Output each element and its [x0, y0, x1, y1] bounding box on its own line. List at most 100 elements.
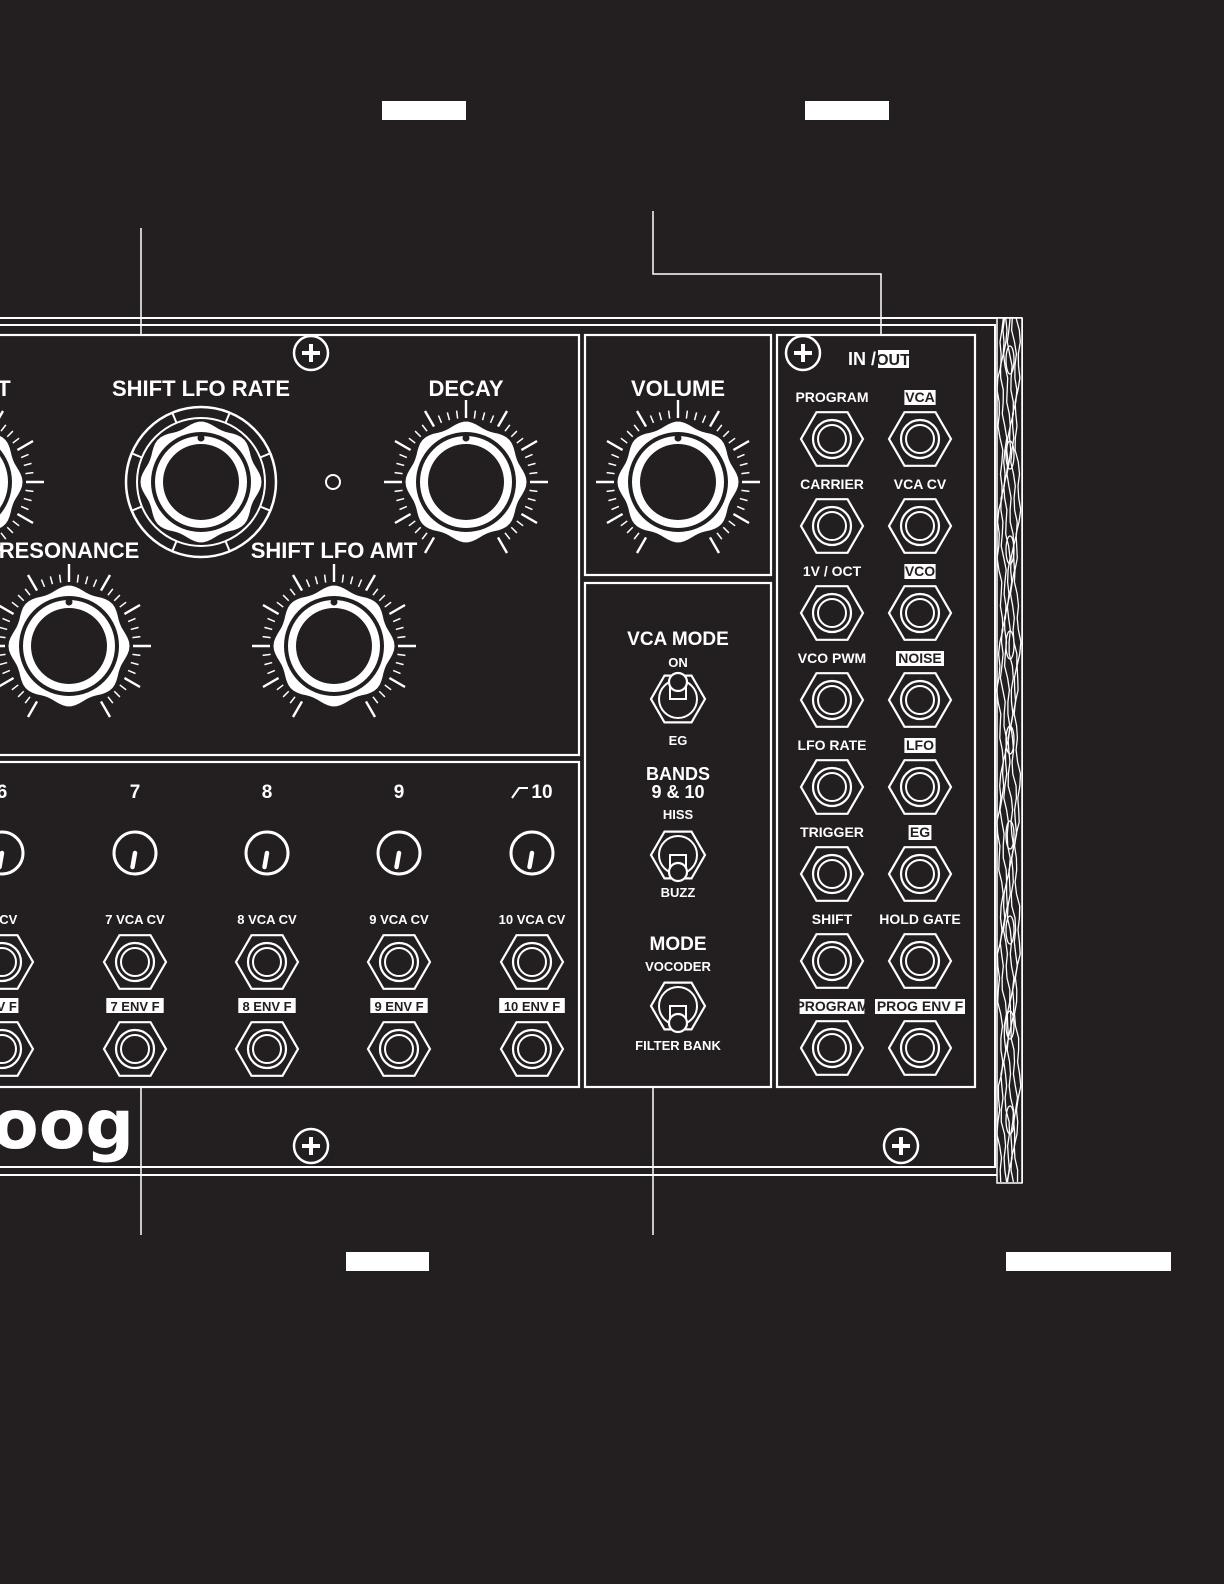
io-right-noise-label: NOISE — [898, 650, 942, 666]
band-number-8: 8 — [262, 782, 273, 803]
io-right-noise-box — [896, 651, 944, 666]
partial-knob-label: T — [0, 376, 11, 401]
bands-section-panel — [0, 760, 581, 1089]
shift-lfo-amt-label: SHIFT LFO AMT — [251, 538, 418, 563]
io-right-vca-jack[interactable] — [887, 411, 953, 467]
io-right-eg-box — [908, 825, 932, 840]
band-10-env-f-box — [499, 998, 565, 1013]
filter-section-panel — [0, 333, 581, 757]
io-right-eg-label: EG — [910, 824, 930, 840]
io-left-1v-oct-jack[interactable] — [799, 585, 865, 641]
mode-switch[interactable] — [649, 981, 707, 1034]
wood-knot — [1005, 1010, 1015, 1040]
volume-label: VOLUME — [631, 376, 725, 401]
band-number-9: 9 — [394, 782, 405, 803]
callout-lines — [140, 211, 882, 1235]
band-7-env-f-jack[interactable] — [102, 1021, 168, 1077]
band-number-7: 7 — [130, 782, 141, 803]
io-right-vca-label: VCA — [905, 389, 935, 405]
band-6-env-f-box — [0, 998, 19, 1013]
shift-lfo-amt-knob[interactable] — [252, 564, 416, 718]
mounting-screw-top — [292, 334, 330, 372]
io-left-trigger-label: TRIGGER — [800, 824, 864, 840]
io-left-program-label: PROGRAM — [795, 998, 868, 1014]
volume-knob[interactable] — [596, 400, 760, 554]
io-left-trigger-jack[interactable] — [799, 846, 865, 902]
io-right-vco-label: VCO — [905, 563, 935, 579]
led-indicator — [325, 474, 341, 490]
band-7-env-f-label: 7 ENV F — [110, 999, 159, 1014]
band-7-level-knob[interactable] — [112, 830, 158, 876]
io-left-shift-label: SHIFT — [812, 911, 853, 927]
band-10-level-knob[interactable] — [509, 830, 555, 876]
vca-eg-label: EG — [669, 733, 688, 748]
io-left-program-jack[interactable] — [799, 1020, 865, 1076]
io-right-eg-jack[interactable] — [887, 846, 953, 902]
callout-label-box-4 — [1006, 1252, 1171, 1271]
io-right-lfo-jack[interactable] — [887, 759, 953, 815]
io-left-carrier-jack[interactable] — [799, 498, 865, 554]
io-right-prog-env-f-label: PROG ENV F — [877, 998, 964, 1014]
callout-label-box-3 — [346, 1252, 429, 1271]
mode-vocoder-label: VOCODER — [645, 959, 711, 974]
io-left-program-jack[interactable] — [799, 411, 865, 467]
band-9-env-f-jack[interactable] — [366, 1021, 432, 1077]
bands-label-line1: BANDS — [646, 764, 710, 784]
io-title-out-box — [878, 350, 909, 368]
band-6-env-f-jack[interactable] — [0, 1021, 35, 1077]
wood-knot — [1005, 820, 1015, 850]
band-8-env-f-jack[interactable] — [234, 1021, 300, 1077]
io-section-panel — [775, 333, 977, 1089]
io-title-in: IN / — [848, 349, 876, 369]
band-number-10: 10 — [531, 782, 552, 803]
io-right-lfo-box — [904, 738, 936, 753]
band-8-vca-cv-label: 8 VCA CV — [237, 912, 297, 927]
shift-lfo-rate-knob[interactable] — [124, 405, 278, 559]
wood-knot — [1005, 630, 1015, 660]
io-right-noise-jack[interactable] — [887, 672, 953, 728]
io-right-hold-gate-jack[interactable] — [887, 933, 953, 989]
band-7-vca-cv-jack[interactable] — [102, 934, 168, 990]
vca-on-label: ON — [668, 655, 688, 670]
band-9-env-f-label: 9 ENV F — [374, 999, 423, 1014]
band-6-vca-cv-jack[interactable] — [0, 934, 35, 990]
switch-section-panel — [583, 581, 773, 1089]
vca-mode-switch[interactable] — [649, 671, 707, 724]
band-9-level-knob[interactable] — [376, 830, 422, 876]
io-right-vca-cv-label: VCA CV — [894, 476, 947, 492]
callout-line-2 — [652, 211, 882, 334]
resonance-label: RESONANCE — [0, 538, 139, 563]
callout-label-box-2 — [805, 101, 889, 120]
band-8-vca-cv-jack[interactable] — [234, 934, 300, 990]
io-left-1v-oct-label: 1V / OCT — [803, 563, 862, 579]
decay-knob[interactable] — [384, 400, 548, 554]
wood-knot — [1005, 915, 1015, 945]
io-right-vca-cv-jack[interactable] — [887, 498, 953, 554]
band-10-vca-cv-label: 10 VCA CV — [499, 912, 566, 927]
io-right-vco-jack[interactable] — [887, 585, 953, 641]
bands-switch[interactable] — [649, 830, 707, 883]
partial-knob-left[interactable] — [0, 400, 44, 554]
band-9-vca-cv-jack[interactable] — [366, 934, 432, 990]
band-10-vca-cv-jack[interactable] — [499, 934, 565, 990]
band-10-env-f-jack[interactable] — [499, 1021, 565, 1077]
band-8-level-knob[interactable] — [244, 830, 290, 876]
io-left-vco-pwm-label: VCO PWM — [798, 650, 866, 666]
io-left-lfo-rate-jack[interactable] — [799, 759, 865, 815]
band-10-env-f-label: 10 ENV F — [504, 999, 560, 1014]
io-left-shift-jack[interactable] — [799, 933, 865, 989]
bands-hiss-label: HISS — [663, 807, 694, 822]
io-right-prog-env-f-jack[interactable] — [887, 1020, 953, 1076]
resonance-knob[interactable] — [0, 564, 151, 718]
band-6-level-knob[interactable] — [0, 830, 25, 876]
band-7-vca-cv-label: 7 VCA CV — [105, 912, 165, 927]
mounting-screw-io-top — [784, 334, 822, 372]
band-9-env-f-box — [370, 998, 428, 1013]
wood-side-panel — [995, 317, 1023, 1184]
io-right-hold-gate-label: HOLD GATE — [879, 911, 960, 927]
io-left-vco-pwm-jack[interactable] — [799, 672, 865, 728]
band-10-slope-icon — [511, 787, 528, 799]
io-right-vca-box — [904, 390, 936, 405]
bands-label-line2: 9 & 10 — [651, 782, 704, 802]
